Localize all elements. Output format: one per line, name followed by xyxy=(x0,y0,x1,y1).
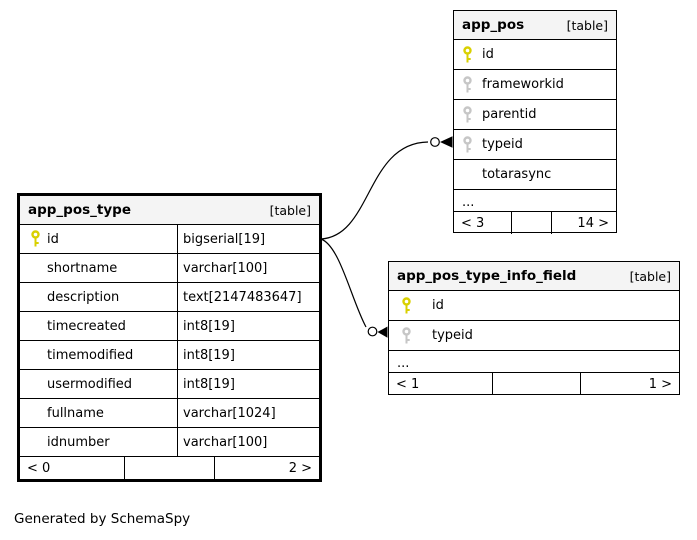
column-row: parentid xyxy=(454,99,616,129)
table-footer: < 3 14 > xyxy=(454,211,616,234)
table-tag: [table] xyxy=(269,202,311,218)
column-name: totarasync xyxy=(482,167,552,182)
footer-left-count: < 3 xyxy=(461,215,485,231)
column-name: idnumber xyxy=(47,434,110,450)
column-row: id xyxy=(454,39,616,69)
column-row: timemodified int8[19] xyxy=(20,340,319,369)
table-header: app_pos [table] xyxy=(454,11,616,39)
column-name: frameworkid xyxy=(482,77,564,92)
column-name-cell: parentid xyxy=(454,100,616,129)
column-type: varchar[100] xyxy=(183,260,268,276)
footer-middle-cell xyxy=(492,373,580,395)
generated-by-note: Generated by SchemaSpy xyxy=(14,511,191,527)
table-header: app_pos_type_info_field [table] xyxy=(389,262,679,290)
table-node-app_pos_type[interactable]: app_pos_type [table] id bigserial[19] sh… xyxy=(17,193,322,482)
column-name: id xyxy=(482,47,494,62)
column-row: typeid xyxy=(454,129,616,159)
column-name: typeid xyxy=(482,137,523,152)
foreign-key-icon xyxy=(462,75,473,94)
footer-left-count: < 0 xyxy=(27,460,51,476)
table-tag: [table] xyxy=(566,17,608,33)
footer-middle-cell xyxy=(511,212,551,234)
more-columns-ellipsis: ... xyxy=(389,350,679,372)
column-type: bigserial[19] xyxy=(183,231,266,247)
column-name: fullname xyxy=(47,405,104,421)
primary-key-icon xyxy=(462,45,473,64)
column-name-cell: frameworkid xyxy=(454,70,616,99)
column-name: usermodified xyxy=(47,376,133,392)
column-row: timecreated int8[19] xyxy=(20,311,319,340)
column-name: shortname xyxy=(47,260,118,276)
column-name-cell: shortname xyxy=(20,254,178,282)
column-name: timemodified xyxy=(47,347,134,363)
column-name-cell: timecreated xyxy=(20,312,178,340)
column-type: int8[19] xyxy=(183,347,235,363)
column-row: idnumber varchar[100] xyxy=(20,427,319,456)
foreign-key-icon xyxy=(462,105,473,124)
column-row: description text[2147483647] xyxy=(20,282,319,311)
column-row: frameworkid xyxy=(454,69,616,99)
column-name-cell: fullname xyxy=(20,399,178,427)
column-name-cell: typeid xyxy=(389,321,679,350)
table-tag: [table] xyxy=(629,268,671,284)
column-name: description xyxy=(47,289,120,305)
column-row: usermodified int8[19] xyxy=(20,369,319,398)
column-name-cell: id xyxy=(389,291,679,320)
column-name-cell: usermodified xyxy=(20,370,178,398)
footer-left-count: < 1 xyxy=(396,376,420,392)
primary-key-icon xyxy=(30,230,41,248)
column-type: varchar[100] xyxy=(183,434,268,450)
column-name: typeid xyxy=(432,328,473,343)
footer-right-count: 1 > xyxy=(580,373,679,395)
table-header: app_pos_type [table] xyxy=(20,196,319,224)
column-name-cell: description xyxy=(20,283,178,311)
column-name-cell: timemodified xyxy=(20,341,178,369)
column-type: int8[19] xyxy=(183,376,235,392)
column-name: id xyxy=(47,231,59,247)
column-name-cell: totarasync xyxy=(454,160,616,189)
edge-app_pos_type-id-to-app_pos_type_info_field-typeid xyxy=(320,238,388,338)
column-type: varchar[1024] xyxy=(183,405,276,421)
column-row: id xyxy=(389,290,679,320)
table-footer: < 0 2 > xyxy=(20,456,319,479)
edge-app_pos_type-id-to-app_pos-typeid xyxy=(320,136,453,240)
foreign-key-icon xyxy=(462,135,473,154)
column-name-cell: id xyxy=(20,225,178,253)
table-footer: < 1 1 > xyxy=(389,372,679,395)
column-row: typeid xyxy=(389,320,679,350)
column-name: timecreated xyxy=(47,318,126,334)
column-row: totarasync xyxy=(454,159,616,189)
column-row: fullname varchar[1024] xyxy=(20,398,319,427)
column-type: int8[19] xyxy=(183,318,235,334)
column-row: shortname varchar[100] xyxy=(20,253,319,282)
footer-right-count: 14 > xyxy=(551,212,616,234)
primary-key-icon xyxy=(401,296,412,315)
column-type: text[2147483647] xyxy=(183,289,302,305)
more-columns-ellipsis: ... xyxy=(454,189,616,211)
table-node-app_pos[interactable]: app_pos [table] id frameworkid parentid xyxy=(453,10,617,234)
column-row: id bigserial[19] xyxy=(20,224,319,253)
column-name-cell: idnumber xyxy=(20,428,178,456)
table-node-app_pos_type_info_field[interactable]: app_pos_type_info_field [table] id typei… xyxy=(388,261,680,395)
foreign-key-icon xyxy=(401,326,412,345)
table-name: app_pos_type_info_field xyxy=(397,268,577,284)
footer-right-count: 2 > xyxy=(214,457,319,479)
column-name-cell: typeid xyxy=(454,130,616,159)
table-name: app_pos_type xyxy=(28,202,131,218)
column-name: parentid xyxy=(482,107,537,122)
column-name-cell: id xyxy=(454,40,616,69)
footer-middle-cell xyxy=(124,457,214,479)
table-name: app_pos xyxy=(462,17,525,33)
column-name: id xyxy=(432,298,444,313)
